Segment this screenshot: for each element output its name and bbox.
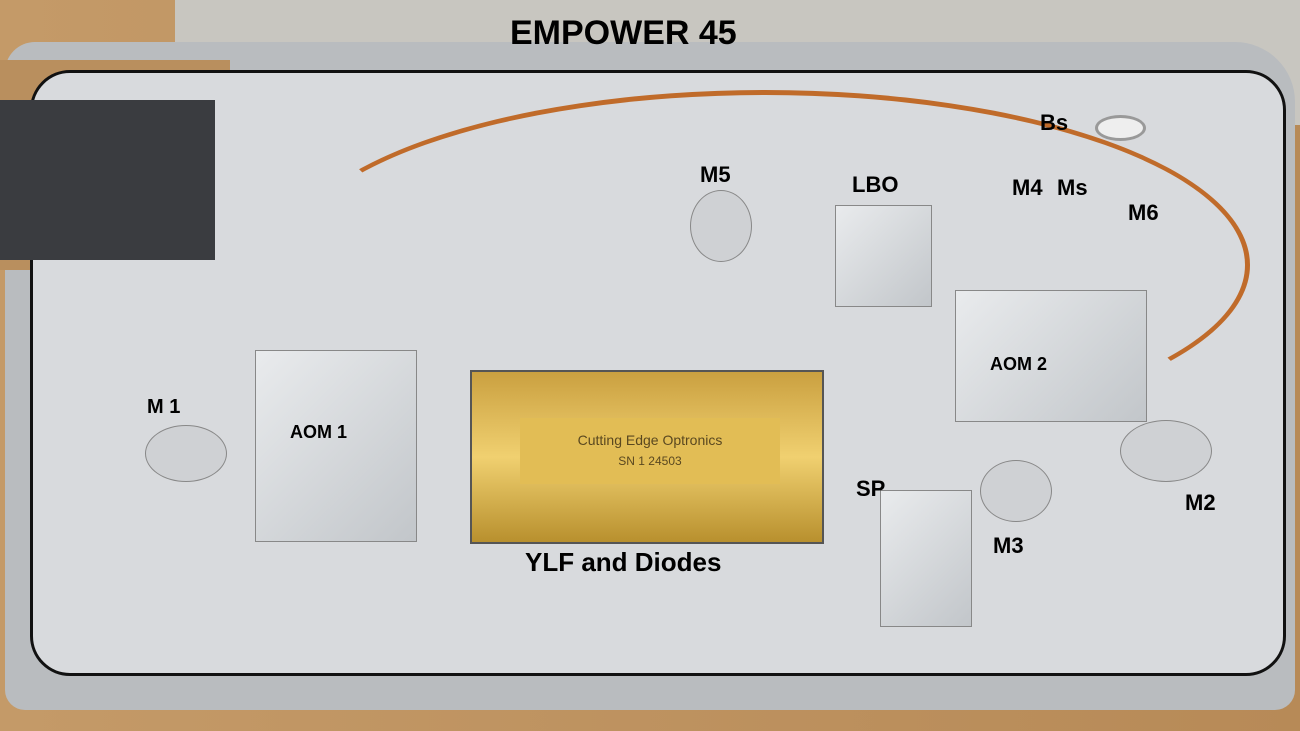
m3-mount (980, 460, 1052, 522)
ms-label: Ms (1057, 175, 1088, 200)
m2-mount (1120, 420, 1212, 482)
m1-label: M 1 (147, 396, 181, 418)
sp-label: SP (856, 476, 886, 501)
ylf-label: YLF and Diodes (525, 547, 722, 577)
bs-label: Bs (1040, 110, 1069, 135)
aom1-label: AOM 1 (290, 422, 348, 442)
aom2-component (955, 290, 1147, 422)
copper-tube (280, 90, 1250, 440)
lbo-component (835, 205, 932, 307)
maker-text: Cutting Edge Optronics (577, 432, 723, 448)
sp-component (880, 490, 972, 627)
m3-label: M3 (993, 533, 1024, 558)
m6-label: M6 (1128, 200, 1159, 225)
maker-plate: Cutting Edge Optronics SN 1 24503 (520, 418, 780, 484)
connector-cables (0, 100, 215, 260)
bs-window (1095, 115, 1146, 141)
m4-label: M4 (1012, 175, 1043, 200)
aom2-label: AOM 2 (990, 354, 1048, 374)
m1-mount (145, 425, 227, 482)
serial-text: SN 1 24503 (618, 454, 682, 468)
title-label: EMPOWER 45 (510, 14, 737, 52)
m5-label: M5 (700, 162, 731, 187)
m2-label: M2 (1185, 490, 1216, 515)
lbo-label: LBO (852, 172, 899, 197)
m5-mount (690, 190, 752, 262)
aom1-component (255, 350, 417, 542)
